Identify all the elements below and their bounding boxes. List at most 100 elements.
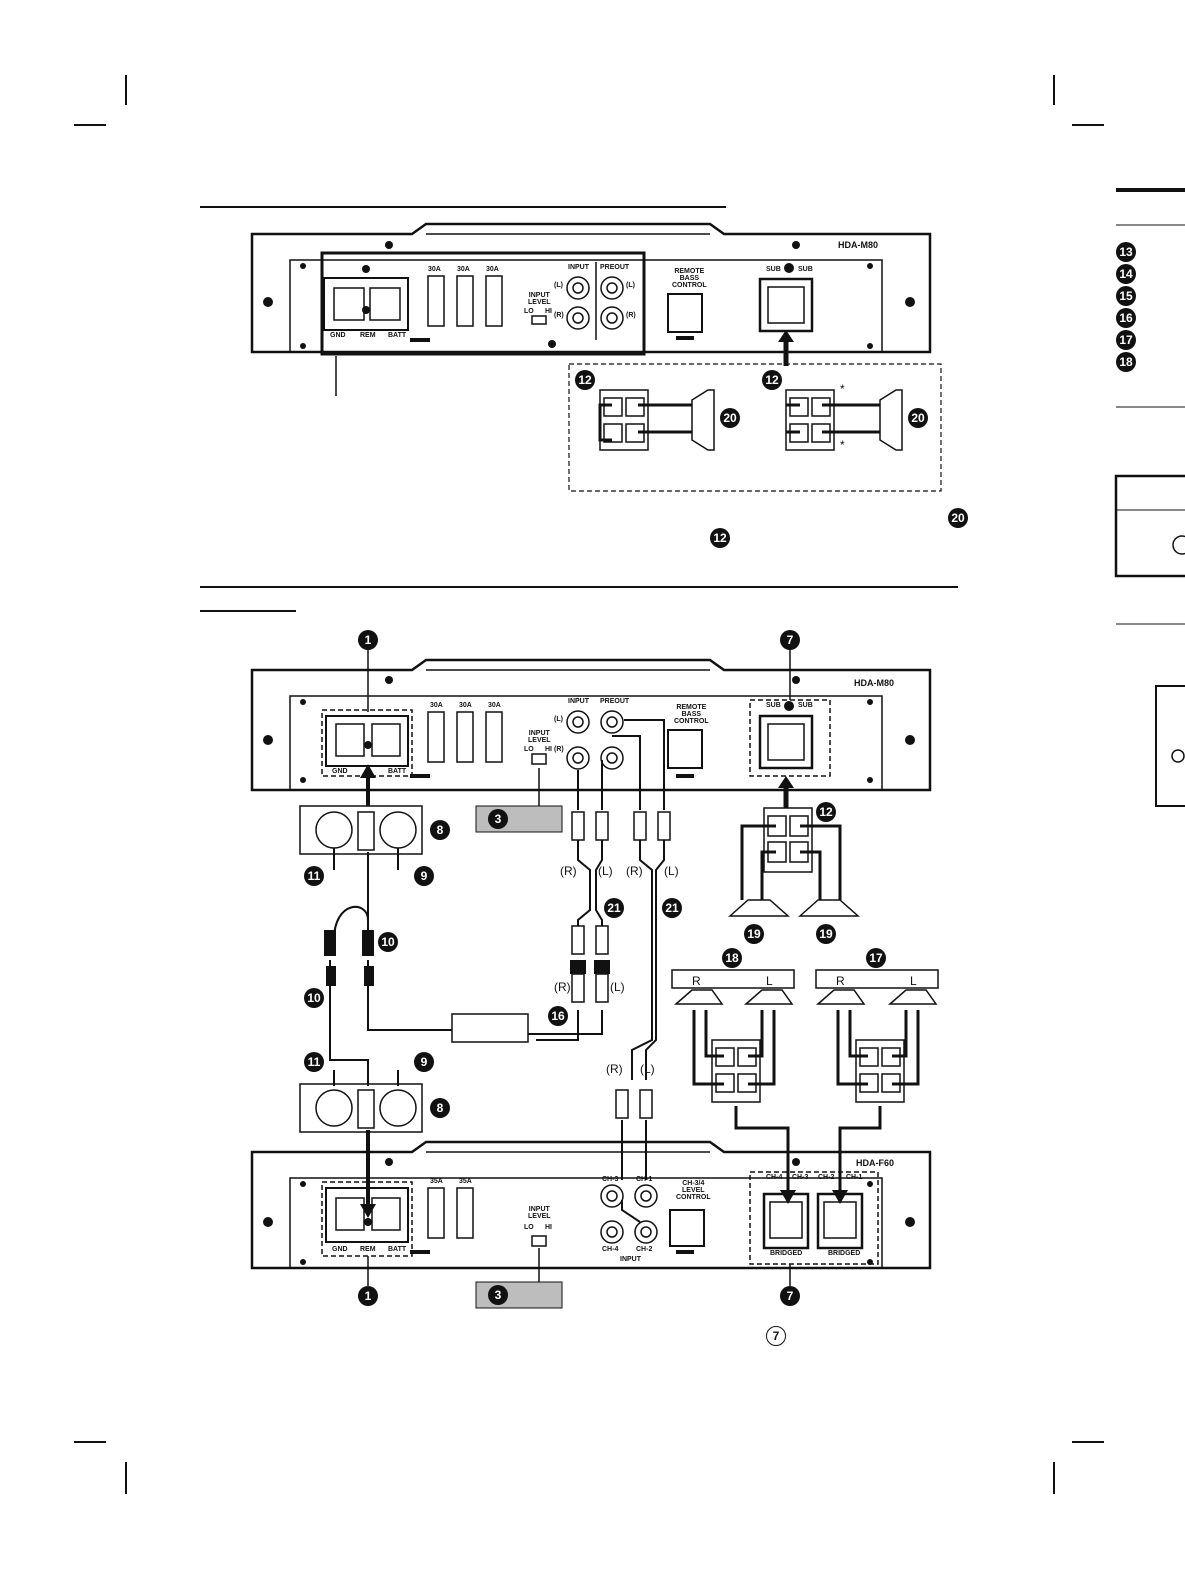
amp1-input-r: (R) — [554, 312, 564, 319]
amp2-ch2-out: CH-2 — [818, 1174, 835, 1181]
callout-13: 13 — [1116, 242, 1136, 262]
rca-label-l-1: (L) — [598, 864, 613, 878]
amp2-gnd-label: GND — [332, 1246, 348, 1253]
callout-12-b: 12 — [762, 370, 782, 390]
callout-20-a: 20 — [720, 408, 740, 428]
amp2-ch4-out: CH-4 — [766, 1174, 783, 1181]
callout-10-b: 10 — [304, 988, 324, 1008]
callout-11-a: 11 — [304, 866, 324, 886]
callout-19-b: 19 — [816, 924, 836, 944]
amp1-rem-label: REM — [360, 332, 376, 339]
amp2-lo: LO — [524, 1224, 534, 1231]
callout-3-b: 3 — [488, 1285, 508, 1305]
callout-14: 14 — [1116, 264, 1136, 284]
callout-16: 16 — [548, 1006, 568, 1026]
amp1-preout-label: PREOUT — [600, 264, 630, 271]
callout-1-top: 1 — [358, 630, 378, 650]
callout-8-a: 8 — [430, 820, 450, 840]
rca-label-l-3: (L) — [610, 980, 625, 994]
callout-16-side: 16 — [1116, 308, 1136, 328]
amp1b-input-level: INPUT LEVEL — [528, 730, 551, 744]
amp1-gnd-label: GND — [330, 332, 346, 339]
callout-15: 15 — [1116, 286, 1136, 306]
rca-label-l-4: (L) — [640, 1062, 655, 1076]
asterisk-1: * — [840, 382, 845, 396]
callout-21-a: 21 — [604, 898, 624, 918]
callout-10-a: 10 — [378, 932, 398, 952]
amp1b-gnd-label: GND — [332, 768, 348, 775]
amp1b-batt-label: BATT — [388, 768, 407, 775]
amp2-batt-label: BATT — [388, 1246, 407, 1253]
amp1b-input-r: (R) — [554, 746, 564, 753]
rca-label-r-1: (R) — [560, 864, 577, 878]
amp1-model-label: HDA-M80 — [838, 240, 879, 250]
amp1b-lo: LO — [524, 746, 534, 753]
amp1b-model-label: HDA-M80 — [854, 678, 895, 688]
callout-8-b: 8 — [430, 1098, 450, 1118]
amp1-fuse-2: 30A — [457, 266, 470, 273]
amp2-ch1-out: CH-1 — [846, 1174, 863, 1181]
amp1-lo: LO — [524, 308, 534, 315]
amp2-ch4: CH-4 — [602, 1246, 619, 1253]
callout-3-a: 3 — [488, 809, 508, 829]
amp1b-preout-label: PREOUT — [600, 698, 630, 705]
rca-label-l-2: (L) — [664, 864, 679, 878]
callout-9-a: 9 — [414, 866, 434, 886]
amp1-input-label: INPUT — [568, 264, 589, 271]
amp1b-fuse-3: 30A — [488, 702, 501, 709]
amp2-model-label: HDA-F60 — [856, 1158, 895, 1168]
amp2-fuse-2: 35A — [459, 1178, 472, 1185]
callout-7-bottom: 7 — [780, 1286, 800, 1306]
amp1-preout-r: (R) — [626, 312, 636, 319]
callout-12-a: 12 — [575, 370, 595, 390]
amp2-rem-label: REM — [360, 1246, 376, 1253]
amp1-preout-l: (L) — [626, 282, 635, 289]
amp1-hi: HI — [545, 308, 552, 315]
amp1b-fuse-2: 30A — [459, 702, 472, 709]
callout-17-side: 17 — [1116, 330, 1136, 350]
amp1b-input-l: (L) — [554, 716, 563, 723]
amp2-bridged-2: BRIDGED — [828, 1250, 861, 1257]
amp1-fuse-3: 30A — [486, 266, 499, 273]
amp1-batt-label: BATT — [388, 332, 407, 339]
amp2-ch3-out: CH-3 — [792, 1174, 809, 1181]
amp1-input-l: (L) — [554, 282, 563, 289]
amp1b-sub-1: SUB — [766, 702, 781, 709]
amp2-ch1: CH-1 — [636, 1176, 653, 1183]
rca-label-r-2: (R) — [626, 864, 643, 878]
callout-19-a: 19 — [744, 924, 764, 944]
speaker-label-r-2: R — [836, 974, 845, 988]
callout-7-outline: 7 — [766, 1326, 786, 1346]
amp2-bridged-1: BRIDGED — [770, 1250, 803, 1257]
callout-20-b: 20 — [908, 408, 928, 428]
amp2-input-level: INPUT LEVEL — [528, 1206, 551, 1220]
callout-11-b: 11 — [304, 1052, 324, 1072]
callout-18-side: 18 — [1116, 352, 1136, 372]
asterisk-2: * — [840, 438, 845, 452]
amp1-sub-1: SUB — [766, 266, 781, 273]
amp2-hi: HI — [545, 1224, 552, 1231]
amp1b-hi: HI — [545, 746, 552, 753]
callout-21-b: 21 — [662, 898, 682, 918]
callout-17: 17 — [866, 948, 886, 968]
speaker-label-l-2: L — [910, 974, 917, 988]
callout-20-c: 20 — [948, 508, 968, 528]
amp1b-fuse-1: 30A — [430, 702, 443, 709]
amp1b-sub-2: SUB — [798, 702, 813, 709]
amp1-sub-2: SUB — [798, 266, 813, 273]
callout-12-c: 12 — [710, 528, 730, 548]
amp2-input-label: INPUT — [620, 1256, 641, 1263]
callout-9-b: 9 — [414, 1052, 434, 1072]
amp1b-input-label: INPUT — [568, 698, 589, 705]
amp2-ch3: CH-3 — [602, 1176, 619, 1183]
amp2-fuse-1: 35A — [430, 1178, 443, 1185]
callout-7-top: 7 — [780, 630, 800, 650]
callout-18: 18 — [722, 948, 742, 968]
callout-12-d: 12 — [816, 802, 836, 822]
amp1b-remote-bass: REMOTE BASS CONTROL — [674, 704, 709, 725]
callout-1-bottom: 1 — [358, 1286, 378, 1306]
speaker-label-l-1: L — [766, 974, 773, 988]
speaker-label-r-1: R — [692, 974, 701, 988]
amp2-ch2: CH-2 — [636, 1246, 653, 1253]
